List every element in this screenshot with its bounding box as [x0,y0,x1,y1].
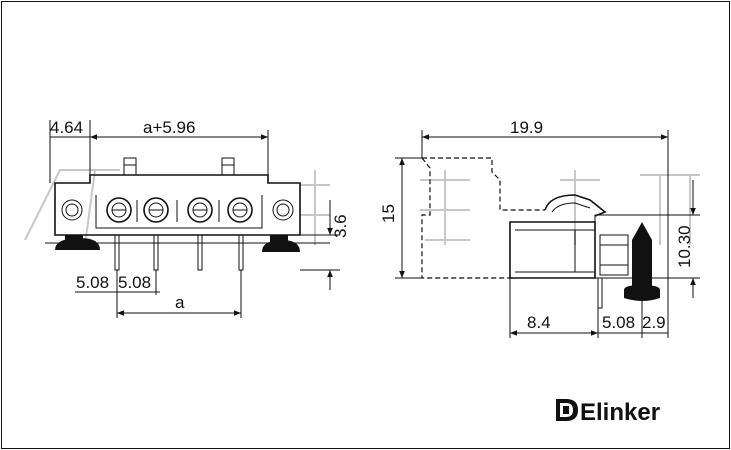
mount-hole-right [272,199,294,221]
dim-side-pitch: 5.08 [602,313,635,332]
dim-15: 15 [379,204,398,223]
plug-outline [422,157,545,211]
dim-pitch-1: 5.08 [76,273,109,292]
dim-8-4: 8.4 [527,313,551,332]
top-pin-left [123,157,137,176]
dim-a: a [175,293,185,312]
dim-a-plus-5-96: a+5.96 [143,118,195,137]
side-dimensions: 19.9 15 10.30 8.4 5.08 2.9 [379,118,700,338]
front-body-outline [54,174,301,236]
front-view [45,157,330,271]
latch [544,194,607,217]
side-pin [632,222,652,292]
dim-3-6: 3.6 [331,214,350,238]
dim-2-9: 2.9 [642,313,666,332]
dim-4-64: 4.64 [50,118,83,137]
brand-logo: Elinker [556,399,660,426]
side-view [421,157,669,309]
watermark [24,169,700,246]
top-pin-right [221,157,235,176]
dim-19-9: 19.9 [510,118,543,137]
mount-hole-left [61,199,83,221]
screw-icon [106,197,253,223]
bottom-pins [114,234,244,271]
hatched-section [594,214,669,279]
elinker-logo-icon [556,399,578,421]
dim-10-30: 10.30 [675,225,694,268]
front-dimensions: 4.64 a+5.96 5.08 5.08 a 3.6 [49,118,350,318]
brand-name: Elinker [580,399,660,426]
dim-pitch-2: 5.08 [118,273,151,292]
